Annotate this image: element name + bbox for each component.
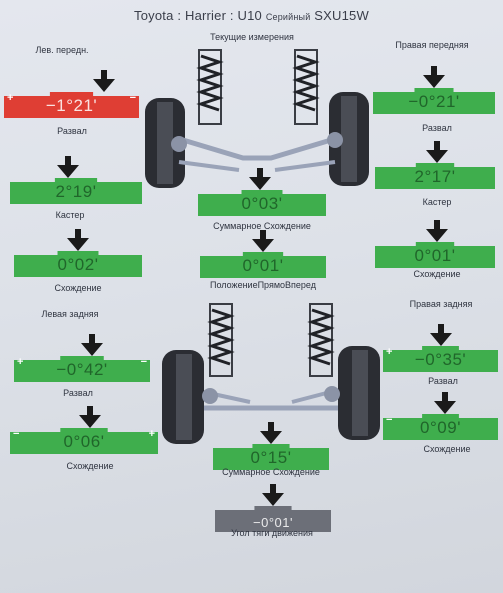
indicator-bar: [198, 190, 326, 216]
rear-left-camber-caption: Развал: [63, 388, 93, 398]
rear-right-label: Правая задняя: [409, 299, 473, 309]
straight-ahead-value: 0°01': [242, 256, 284, 275]
rear-left-label: Левая задняя: [41, 309, 99, 319]
rear-right-camber-indicator: + −0°35': [383, 324, 498, 372]
rear-left-camber-value: −0°42': [56, 360, 108, 379]
indicator-bar: [10, 428, 158, 454]
rear-right-toe-value: 0°09': [420, 418, 461, 437]
minus-sign: −: [129, 92, 136, 104]
indicator-bar: [4, 92, 139, 118]
front-left-label: Лев. передн.: [35, 45, 89, 55]
minus-sign: −: [13, 428, 20, 440]
front-right-label: Правая передняя: [395, 40, 469, 50]
front-right-toe-value: 0°01': [414, 246, 456, 265]
front-left-caster-value: 2°19': [55, 182, 97, 201]
rear-total-toe-indicator: 0°15': [213, 422, 329, 470]
down-arrow-icon: [93, 70, 115, 92]
down-arrow-icon: [423, 66, 445, 88]
vehicle-title: Toyota : Harrier : U10: [134, 8, 262, 23]
indicator-bar: [383, 414, 498, 440]
indicator-bar: [375, 163, 495, 189]
front-left-caster-caption: Кастер: [55, 210, 85, 220]
front-left-toe-indicator: 0°02': [14, 229, 142, 277]
series-label: Серийный: [265, 12, 311, 22]
straight-ahead-indicator: 0°01': [200, 230, 326, 278]
indicator-bar: [383, 346, 498, 372]
thrust-angle-value: −0°01': [253, 515, 293, 530]
front-total-toe-caption: Суммарное Схождение: [213, 221, 311, 231]
front-right-caster-indicator: 2°17': [375, 141, 495, 189]
front-left-toe-caption: Схождение: [54, 283, 102, 293]
front-left-camber-value: −1°21': [45, 96, 98, 115]
down-arrow-icon: [426, 141, 448, 163]
front-right-camber-indicator: −0°21': [373, 66, 495, 114]
indicator-bar: [14, 356, 150, 382]
down-arrow-icon: [81, 334, 103, 356]
rear-right-toe-caption: Схождение: [423, 444, 471, 454]
front-right-toe-indicator: 0°01': [375, 220, 495, 268]
down-arrow-icon: [434, 392, 456, 414]
down-arrow-icon: [67, 229, 89, 251]
down-arrow-icon: [79, 406, 101, 428]
thrust-angle-indicator: −0°01': [215, 484, 331, 532]
rear-left-toe-caption: Схождение: [66, 461, 114, 471]
indicator-bar: [215, 506, 331, 532]
rear-left-toe-value: 0°06': [63, 432, 105, 451]
down-arrow-icon: [262, 484, 284, 506]
plus-sign: +: [17, 356, 24, 368]
front-left-camber-indicator: + − −1°21': [4, 70, 139, 118]
front-suspension-illustration: [145, 49, 369, 188]
rear-right-toe-indicator: − 0°09': [383, 392, 498, 440]
front-left-caster-indicator: 2°19': [10, 156, 142, 204]
indicator-bar: [10, 178, 142, 204]
down-arrow-icon: [430, 324, 452, 346]
minus-sign: −: [386, 414, 393, 426]
front-right-camber-value: −0°21': [408, 92, 460, 111]
report-title: Toyota : Harrier : U10 Серийный SXU15W: [0, 8, 503, 23]
down-arrow-icon: [426, 220, 448, 242]
current-measurements-heading: Текущие измерения: [210, 32, 294, 42]
plus-sign: +: [148, 428, 155, 440]
front-total-toe-indicator: 0°03': [198, 168, 326, 216]
thrust-angle-caption: Угол тяги движения: [231, 528, 313, 538]
indicator-bar: [14, 251, 142, 277]
down-arrow-icon: [57, 156, 79, 178]
rear-right-camber-caption: Развал: [428, 376, 458, 386]
rear-left-camber-indicator: + − −0°42': [14, 334, 150, 382]
rear-total-toe-caption: Суммарное Схождение: [222, 467, 320, 477]
indicator-bar: [375, 242, 495, 268]
front-left-toe-value: 0°02': [57, 255, 99, 274]
front-right-caster-value: 2°17': [414, 167, 456, 186]
front-left-camber-caption: Развал: [57, 126, 87, 136]
front-right-toe-caption: Схождение: [413, 269, 461, 279]
down-arrow-icon: [260, 422, 282, 444]
rear-total-toe-value: 0°15': [250, 448, 292, 467]
front-right-camber-caption: Развал: [422, 123, 452, 133]
rear-left-toe-indicator: − + 0°06': [10, 406, 158, 454]
rear-right-camber-value: −0°35': [414, 350, 467, 369]
indicator-bar: [213, 444, 329, 470]
plus-sign: +: [7, 92, 14, 104]
minus-sign: −: [140, 356, 147, 368]
front-right-caster-caption: Кастер: [422, 197, 452, 207]
front-total-toe-value: 0°03': [241, 194, 283, 213]
series-code: SXU15W: [314, 8, 369, 23]
straight-ahead-caption: ПоложениеПрямоВперед: [210, 280, 316, 290]
indicator-bar: [373, 88, 495, 114]
down-arrow-icon: [249, 168, 271, 190]
indicator-bar: [200, 252, 326, 278]
plus-sign: +: [386, 346, 393, 358]
rear-suspension-illustration: [162, 303, 380, 444]
down-arrow-icon: [252, 230, 274, 252]
